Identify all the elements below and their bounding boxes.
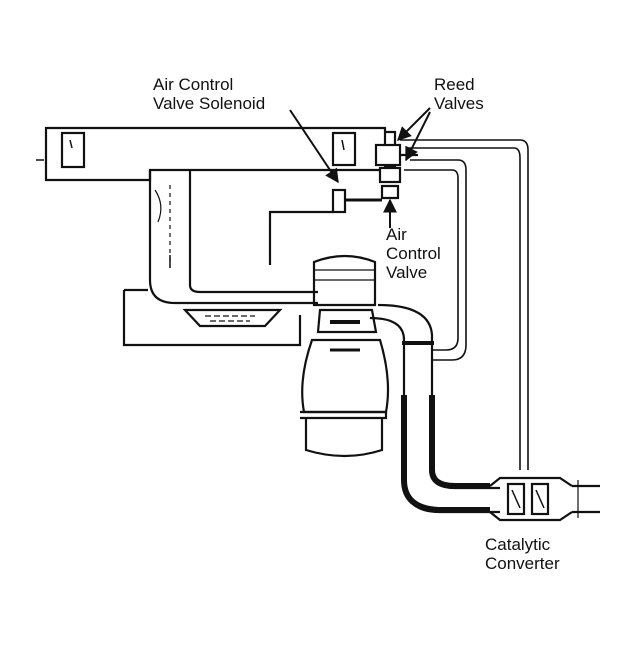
callout-arrows (289, 107, 431, 228)
air-injection-hoses (400, 139, 529, 470)
reed-valves-label: Reed Valves (434, 75, 484, 113)
reed-label-line2: Valves (434, 94, 484, 113)
acv-label-line2: Control (386, 244, 441, 263)
air-control-valve-label: Air Control Valve (386, 225, 441, 282)
catalytic-converter (489, 476, 600, 522)
reed-valve-block (374, 143, 418, 200)
reed-label-line1: Reed (434, 75, 475, 94)
cat-label-line2: Converter (485, 554, 560, 573)
solenoid-label-line2: Valve Solenoid (153, 94, 266, 113)
acv-label-line3: Valve (386, 263, 428, 282)
exhaust-pipe (369, 303, 500, 514)
cat-label-line1: Catalytic (485, 535, 551, 554)
catalytic-converter-label: Catalytic Converter (485, 535, 560, 573)
intake-duct (148, 170, 318, 305)
acv-label-line1: Air (386, 225, 407, 244)
solenoid-assembly (268, 188, 382, 265)
engine-cylinder (300, 254, 390, 458)
intake-manifold (122, 288, 302, 347)
air-control-valve-solenoid-label: Air Control Valve Solenoid (153, 75, 265, 113)
solenoid-label-line1: Air Control (153, 75, 234, 94)
air-cleaner-housing (36, 126, 397, 182)
